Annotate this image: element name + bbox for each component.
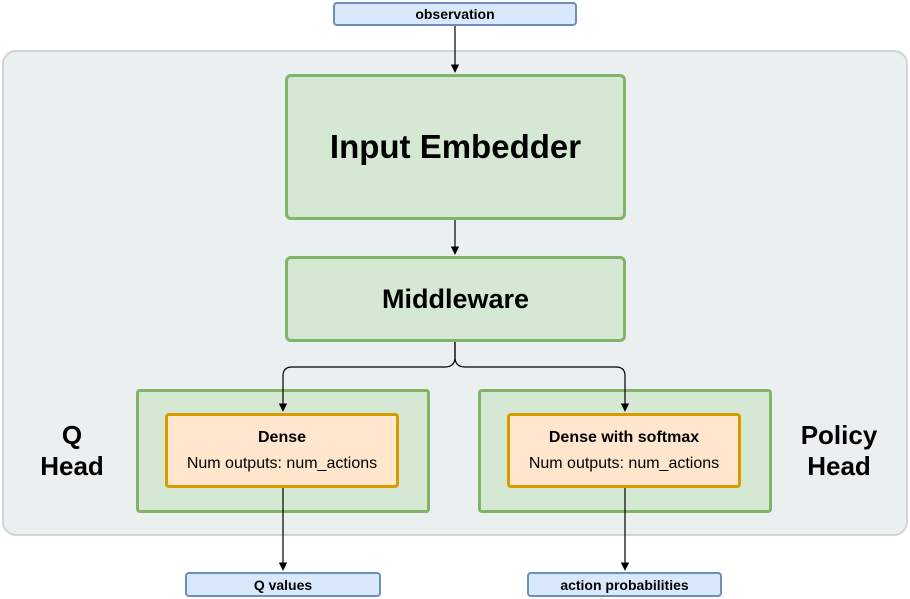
q-values-label: Q values [253, 576, 313, 593]
q-head-label: Q Head [22, 420, 122, 482]
edge-middleware-to-policy-head [454, 342, 630, 412]
q-head-dense-block[interactable]: Dense Num outputs: num_actions [165, 413, 399, 488]
policy-head-label-line2: Head [807, 451, 871, 481]
middleware-block[interactable]: Middleware [285, 256, 626, 342]
q-head-label-line2: Head [40, 451, 104, 481]
policy-head-dense-detail: Num outputs: num_actions [528, 454, 720, 472]
policy-head-dense-block[interactable]: Dense with softmax Num outputs: num_acti… [507, 413, 741, 488]
middleware-label: Middleware [381, 283, 530, 314]
q-head-dense-title: Dense [257, 428, 307, 446]
observation-input-node[interactable]: observation [333, 2, 577, 26]
policy-head-label: Policy Head [784, 420, 894, 482]
observation-label: observation [415, 6, 495, 22]
policy-head-label-line1: Policy [800, 420, 878, 450]
policy-head-dense-title: Dense with softmax [548, 428, 700, 446]
input-embedder-label: Input Embedder [329, 128, 582, 165]
q-values-output-node[interactable]: Q values [185, 572, 381, 597]
q-head-label-line1: Q [61, 420, 83, 450]
input-embedder-block[interactable]: Input Embedder [285, 74, 626, 220]
action-probabilities-output-node[interactable]: action probabilities [527, 572, 722, 597]
q-head-dense-detail: Num outputs: num_actions [186, 454, 378, 472]
action-probabilities-label: action probabilities [560, 576, 689, 593]
edge-middleware-to-q-head [278, 342, 456, 412]
